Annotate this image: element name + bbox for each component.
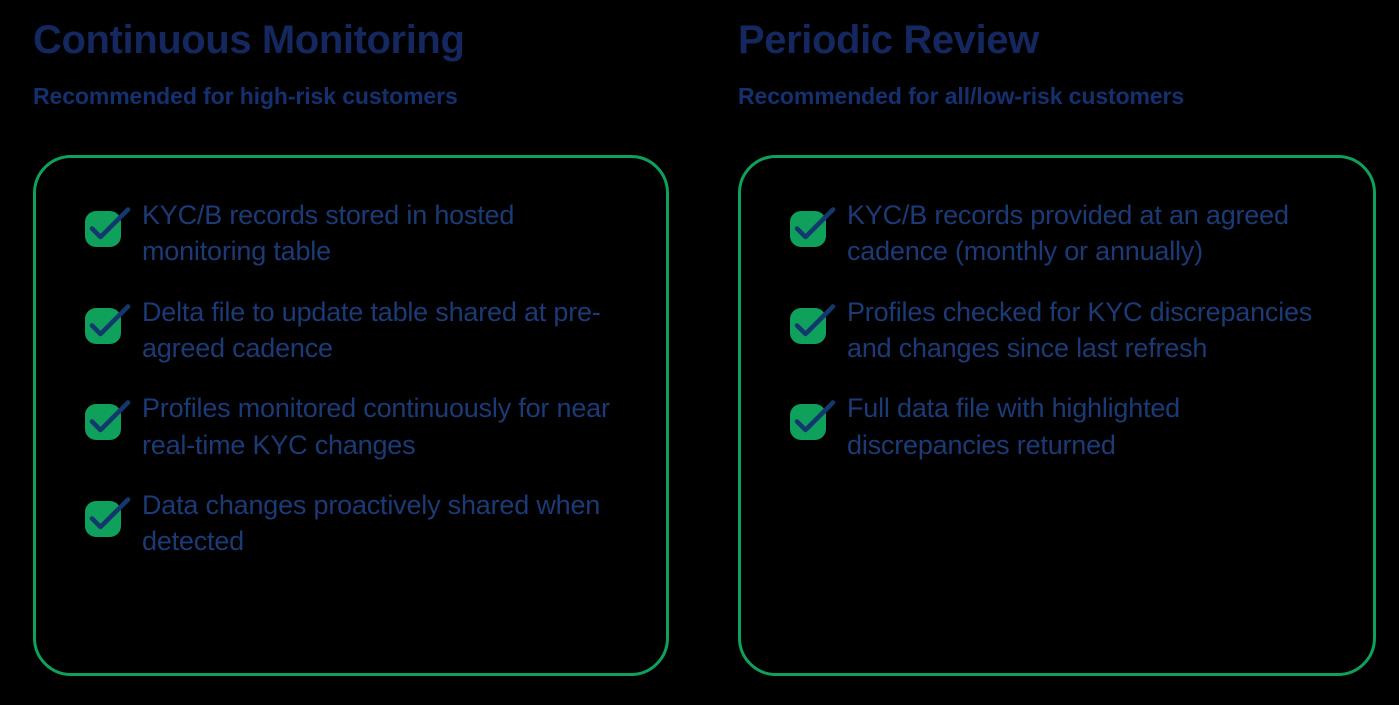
list-item: Profiles monitored continuously for near… bbox=[83, 388, 646, 463]
column-subtitle: Recommended for all/low-risk customers bbox=[738, 83, 1185, 109]
list-item-text: Full data file with highlighted discrepa… bbox=[847, 393, 1181, 460]
list-item-text: Profiles checked for KYC discrepancies a… bbox=[847, 296, 1313, 363]
check-icon bbox=[83, 394, 131, 442]
column-periodic-review: Periodic Review Recommended for all/low-… bbox=[738, 0, 1376, 108]
list-item: Data changes proactively shared when det… bbox=[83, 485, 646, 560]
list-item-text: Profiles monitored continuously for near… bbox=[142, 393, 610, 460]
check-icon bbox=[83, 298, 131, 346]
check-icon bbox=[788, 394, 836, 442]
column-subtitle: Recommended for high-risk customers bbox=[33, 83, 458, 109]
list-item-text: KYC/B records stored in hosted monitorin… bbox=[142, 200, 515, 267]
column-title: Continuous Monitoring bbox=[33, 18, 465, 62]
check-icon bbox=[788, 201, 836, 249]
list-item-text: KYC/B records provided at an agreed cade… bbox=[847, 200, 1289, 267]
list-item: Profiles checked for KYC discrepancies a… bbox=[788, 292, 1353, 367]
check-icon bbox=[83, 491, 131, 539]
list-item: Full data file with highlighted discrepa… bbox=[788, 388, 1353, 463]
check-icon bbox=[83, 201, 131, 249]
list-item: KYC/B records stored in hosted monitorin… bbox=[83, 195, 646, 270]
card-continuous-monitoring: KYC/B records stored in hosted monitorin… bbox=[33, 155, 669, 676]
card-periodic-review: KYC/B records provided at an agreed cade… bbox=[738, 155, 1376, 676]
column-title: Periodic Review bbox=[738, 18, 1039, 62]
list-item: KYC/B records provided at an agreed cade… bbox=[788, 195, 1353, 270]
list-item: Delta file to update table shared at pre… bbox=[83, 292, 646, 367]
benefit-list: KYC/B records provided at an agreed cade… bbox=[788, 195, 1353, 463]
list-item-text: Data changes proactively shared when det… bbox=[142, 489, 601, 557]
list-item-text: Delta file to update table shared at pre… bbox=[142, 296, 601, 363]
benefit-list: KYC/B records stored in hosted monitorin… bbox=[83, 195, 646, 560]
check-icon bbox=[788, 298, 836, 346]
column-continuous-monitoring: Continuous Monitoring Recommended for hi… bbox=[33, 0, 669, 108]
